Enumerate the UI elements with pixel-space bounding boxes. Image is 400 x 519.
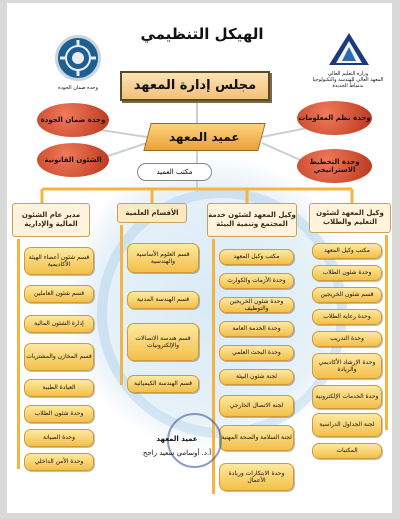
dean-label: عميد المعهد [169,130,240,144]
education-item: وحدة شئون الطلاب [312,265,382,281]
academic-item: قسم الهندسة الكيميائية [127,375,199,393]
strategic-planning-oval: وحدة التخطيط الاستراتيجي [297,149,372,183]
official-seal [167,413,222,468]
admin-item: وحدة شئون الطلاب [24,405,94,423]
education-item: وحدة رعاية الطلاب [312,309,382,325]
admin-director-header: مدير عام الشئون المالية والإدارية [12,203,90,237]
education-item: وحدة الإرشاد الأكاديمي والريادة [312,353,382,379]
quality-unit-logo [55,35,101,81]
admin-item: وحدة الصيانة [24,429,94,447]
community-item: وحدة شئون الخريجين والتوظيف [219,297,294,313]
academic-item: قسم هندسة الاتصالات والإلكترونيات [127,323,199,361]
page-title: الهيكل التنظيمي [140,25,264,43]
admin-item: قسم شئون أعضاء الهيئة الأكاديمية [24,247,94,275]
legal-affairs-oval: الشئون القانونية [37,143,109,177]
admin-connector [17,239,20,469]
org-chart-page: وحدة ضمان الجودة وزارة التعليم العالي ال… [7,3,392,513]
academic-item: قسم العلوم الأساسية والهندسية [127,243,199,273]
admin-item: قسم شئون العاملين [24,285,94,303]
community-item: مكتب وكيل المعهد [219,249,294,265]
education-vice-dean-header: وكيل المعهد لشئون التعليم والطلاب [309,203,391,233]
admin-item: العيادة الطبية [24,379,94,397]
institute-logo [325,31,373,69]
dean-box: عميد المعهد [143,123,266,151]
education-connector [385,235,388,430]
institute-caption: وزارة التعليم العالي المعهد العالي للهند… [307,71,389,89]
community-item: وحدة الخدمة العامة [219,321,294,337]
community-item: وحدة البحث العلمي [219,345,294,361]
info-systems-oval: وحدة نظم المعلومات [297,101,372,135]
signature-name: أ.د. أوسامي سعيد راجح [142,449,212,457]
signature-title: عميد المعهد [156,435,198,443]
community-item: لجنة شئون البيئة [219,369,294,385]
admin-item: قسم المخازن والمشتريات [24,343,94,371]
community-item: وحدة الأزمات والكوارث [219,273,294,289]
education-item: المكتبات [312,443,382,459]
education-item: وحدة الخدمات الإلكترونية [312,385,382,409]
admin-item: إدارة الشئون المالية [24,315,94,333]
institute-council-box: مجلس إدارة المعهد [120,71,270,101]
community-item: لجنة السلامة والصحة المهنية [219,425,294,451]
community-connector [212,239,215,494]
academic-item: قسم الهندسة المدنية [127,291,199,309]
quality-unit-oval: وحدة ضمان الجودة [37,103,109,137]
caption-line: المعهد العالي للهندسة والتكنولوجيا [312,77,384,83]
academic-connector [120,225,123,385]
community-item: لجنة الاتصال الخارجي [219,395,294,417]
community-item: وحدة الابتكارات وريادة الأعمال [219,463,294,491]
education-item: لجنة الجداول الدراسية [312,413,382,437]
quality-logo-caption: وحدة ضمان الجودة [58,85,98,91]
education-item: مكتب وكيل المعهد [312,243,382,259]
dean-office-box: مكتب العميد [137,163,212,181]
education-item: قسم شئون الخريجين [312,287,382,303]
caption-line: بدمياط الجديدة [332,83,364,89]
admin-item: وحدة الأمن الداخلي [24,453,94,471]
academic-departments-header: الأقسام العلمية [117,203,187,223]
education-item: وحدة التدريب [312,331,382,347]
caption-line: وزارة التعليم العالي [327,71,369,77]
community-vice-dean-header: وكيل المعهد لشئون خدمة المجتمع وتنمية ال… [207,203,297,237]
